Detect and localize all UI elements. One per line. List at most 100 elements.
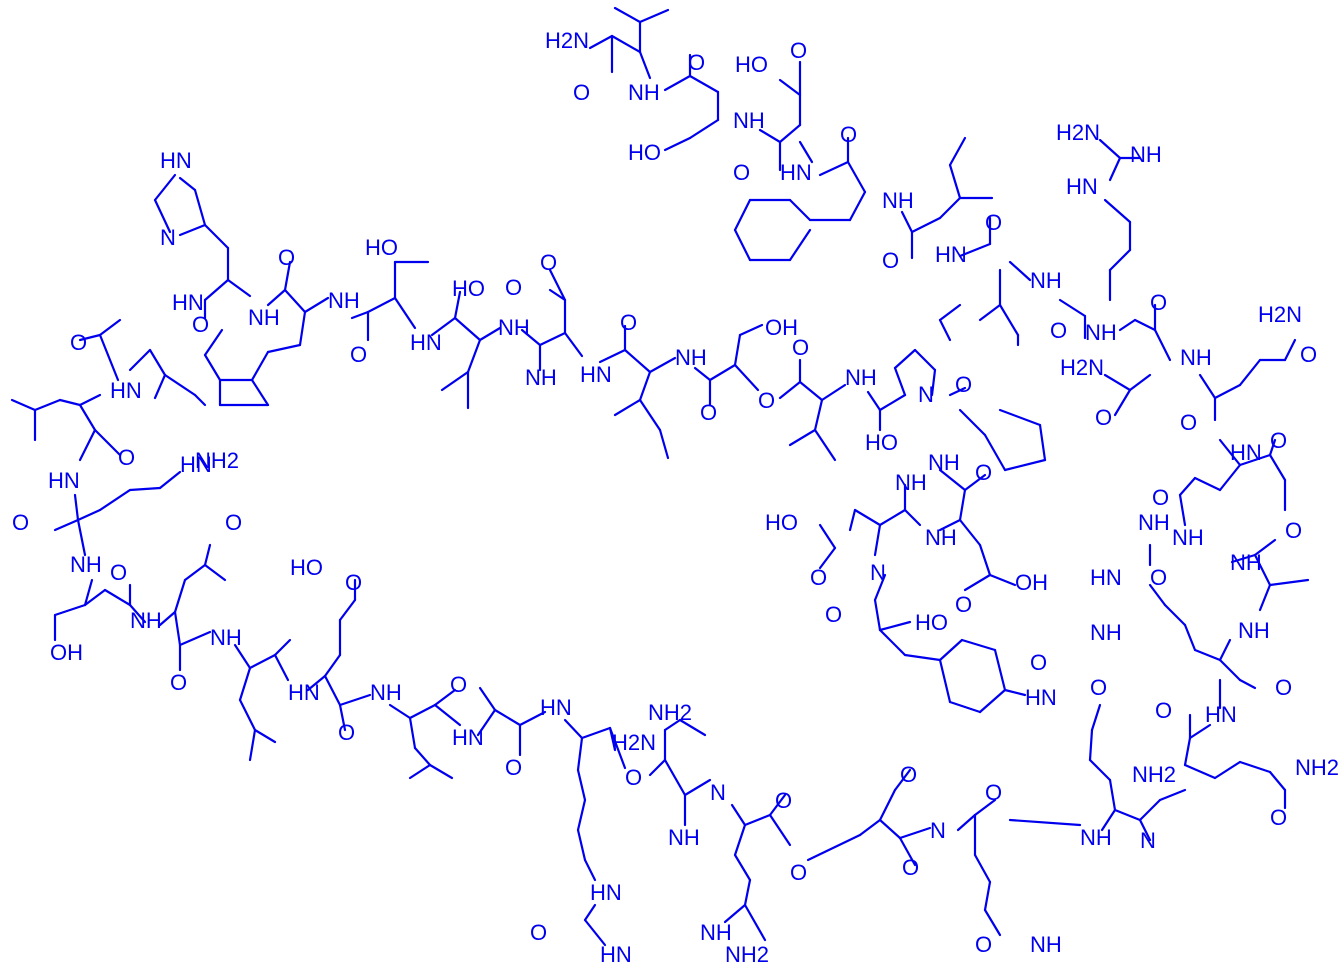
- atom-label: O: [1150, 290, 1167, 315]
- atom-label: N: [918, 382, 934, 407]
- atom-label: NH: [1138, 510, 1170, 535]
- atom-label: N: [1140, 828, 1156, 853]
- atom-label: HO: [735, 52, 768, 77]
- atom-label: NH: [882, 188, 914, 213]
- atom-label: HN: [1230, 440, 1262, 465]
- atom-label: NH2: [648, 700, 692, 725]
- atom-label: O: [688, 50, 705, 75]
- atom-label: NH: [1238, 618, 1270, 643]
- atom-label: O: [505, 275, 522, 300]
- atom-label: NH: [845, 365, 877, 390]
- atom-label: HO: [765, 510, 798, 535]
- atom-label: O: [1050, 318, 1067, 343]
- atom-label: NH: [370, 680, 402, 705]
- atom-label: O: [1155, 698, 1172, 723]
- atom-label: HN: [110, 378, 142, 403]
- atom-label: HN: [540, 695, 572, 720]
- atom-label: O: [825, 602, 842, 627]
- atom-label: O: [625, 765, 642, 790]
- atom-label: HN: [1025, 685, 1057, 710]
- atom-label: H2N: [1258, 302, 1302, 327]
- atom-label: HO: [865, 430, 898, 455]
- atom-label: O: [1300, 342, 1317, 367]
- atom-label: HN: [590, 880, 622, 905]
- atom-label: NH: [1090, 620, 1122, 645]
- atom-label: O: [1180, 410, 1197, 435]
- atom-label: O: [345, 570, 362, 595]
- atom-label: NH: [925, 525, 957, 550]
- atom-label: O: [790, 860, 807, 885]
- residue-group-left: O HN O HN HN NH2 O O NH OH: [10, 318, 572, 780]
- residue-group-middle: O NH NH O OH NH N HO O O HO: [765, 408, 1057, 714]
- atom-label: O: [985, 780, 1002, 805]
- atom-label: O: [840, 122, 857, 147]
- atom-label: O: [118, 445, 135, 470]
- atom-label: HN: [600, 942, 632, 967]
- atom-label: O: [540, 250, 557, 275]
- atom-label: O: [792, 335, 809, 360]
- atom-label: NH: [328, 288, 360, 313]
- atom-label: O: [900, 762, 917, 787]
- atom-label: NH: [525, 365, 557, 390]
- atom-label: NH: [733, 108, 765, 133]
- atom-label: NH2: [725, 942, 769, 967]
- atom-label: NH: [895, 470, 927, 495]
- atom-label: NH: [130, 608, 162, 633]
- atom-label: NH: [1085, 320, 1117, 345]
- atom-label: O: [12, 510, 29, 535]
- atom-label: O: [1270, 428, 1287, 453]
- atom-label: OH: [765, 315, 798, 340]
- residue-group-upper-right: H2N NH HN NH O NH O H2N O NH O: [938, 120, 1317, 465]
- atom-label: NH: [675, 345, 707, 370]
- atom-label: O: [700, 400, 717, 425]
- atom-label: H2N: [1060, 355, 1104, 380]
- atom-label: O: [790, 38, 807, 63]
- residue-group-bottom: HN O HN H2N O NH2 NH N NH NH2 O O: [530, 620, 1187, 967]
- atom-label: O: [1275, 675, 1292, 700]
- atom-label: HN: [172, 290, 204, 315]
- atom-label: HN: [780, 160, 812, 185]
- atom-label: OH: [1015, 570, 1048, 595]
- atom-label: OH: [50, 640, 83, 665]
- atom-label: O: [758, 388, 775, 413]
- atom-label: O: [975, 932, 992, 957]
- atom-label: NH: [1130, 142, 1162, 167]
- atom-label: HN: [1090, 565, 1122, 590]
- atom-label: N: [930, 818, 946, 843]
- atom-label: NH: [628, 80, 660, 105]
- atom-label: O: [338, 720, 355, 745]
- atom-label: O: [620, 310, 637, 335]
- atom-label: O: [450, 672, 467, 697]
- atom-label: HN: [48, 468, 80, 493]
- atom-label: HN: [180, 452, 212, 477]
- atom-label: O: [1270, 805, 1287, 830]
- atom-label: N: [710, 780, 726, 805]
- atom-label: NH: [1030, 268, 1062, 293]
- atom-label: NH2: [1295, 755, 1339, 780]
- atom-label: NH: [928, 450, 960, 475]
- atom-label: HN: [452, 725, 484, 750]
- atom-label: NH2: [1132, 762, 1176, 787]
- atom-label: O: [170, 670, 187, 695]
- atom-label: NH: [498, 315, 530, 340]
- atom-label: HN: [580, 362, 612, 387]
- atom-label: O: [350, 342, 367, 367]
- atom-label: O: [192, 312, 209, 337]
- atom-label: O: [1090, 675, 1107, 700]
- residue-group-upper-left: HN N HN O NH O NH O HO: [153, 148, 972, 462]
- atom-label: O: [530, 920, 547, 945]
- atom-label: O: [1030, 650, 1047, 675]
- atom-label: NH: [1030, 932, 1062, 957]
- residue-group-right: O O NH O NH NH O NH HN O HN O NH2: [1090, 428, 1339, 830]
- atom-label: N: [870, 560, 886, 585]
- atom-label: NH: [1230, 550, 1262, 575]
- atom-label: NH: [700, 920, 732, 945]
- atom-label: HO: [365, 235, 398, 260]
- atom-label: O: [955, 372, 972, 397]
- atom-label: O: [985, 210, 1002, 235]
- residue-group-top: H2N O NH O HO NH O HO O HN O: [545, 6, 1002, 273]
- atom-label: HO: [290, 555, 323, 580]
- atom-label: O: [110, 560, 127, 585]
- atom-label: O: [505, 755, 522, 780]
- atom-label: HN: [1205, 702, 1237, 727]
